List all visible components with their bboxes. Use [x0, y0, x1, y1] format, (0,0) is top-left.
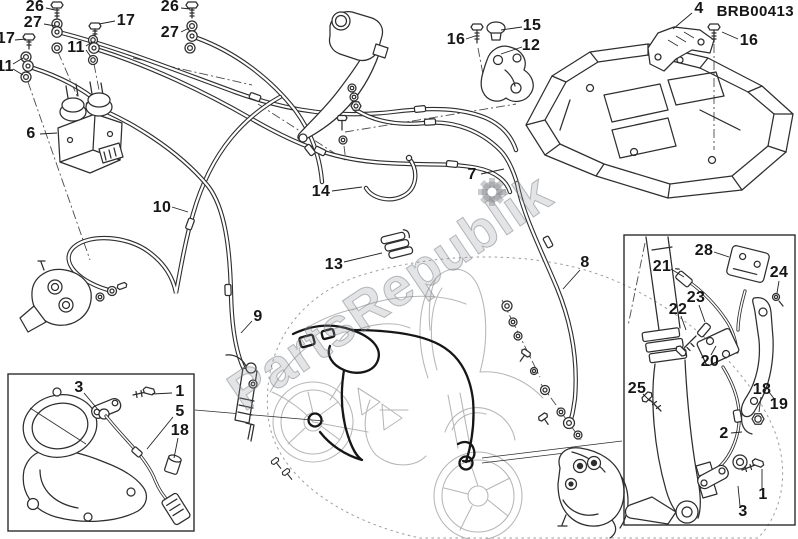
callout-18-b: 18	[170, 422, 190, 439]
gear-icon	[478, 178, 506, 206]
rear-master-cylinder-drawing	[225, 354, 258, 442]
callout-6: 6	[26, 125, 36, 142]
callout-12: 12	[521, 37, 541, 54]
hose14-end	[405, 154, 413, 162]
reservoir-bracket-drawing	[470, 21, 534, 103]
callout-26-b: 26	[160, 0, 180, 15]
rear-caliper-drawing	[19, 260, 128, 333]
callout-5: 5	[175, 403, 185, 420]
callout-11-b: 11	[67, 39, 85, 56]
detail-box-pointer-lines	[194, 409, 623, 464]
brake-hoses	[30, 30, 578, 424]
callout-8: 8	[580, 254, 590, 271]
callout-2: 2	[719, 425, 729, 442]
callout-1-a: 1	[758, 486, 768, 503]
callout-22: 22	[668, 301, 688, 318]
front-hose-end-fittings	[538, 384, 583, 440]
callout-10: 10	[152, 199, 172, 216]
callout-leader-lines	[12, 7, 780, 507]
hose-clip-drawing	[380, 229, 414, 259]
inline-fitting-stack	[501, 300, 539, 376]
callout-23: 23	[686, 289, 706, 306]
fastener-stacks	[20, 1, 199, 83]
front-master-cylinder-drawing	[297, 10, 389, 145]
front-sensor-detail-box	[623, 234, 796, 526]
battery-tray-drawing	[525, 43, 794, 199]
callout-17-b: 17	[116, 12, 136, 29]
routed-brake-lines	[291, 324, 476, 471]
callout-1-b: 1	[175, 383, 185, 400]
battery-bracket-drawing	[647, 23, 721, 72]
callout-15: 15	[522, 17, 542, 34]
rear-sensor-detail-box	[7, 373, 195, 532]
diagram-code: BRB00413	[716, 3, 794, 20]
front-caliper-drawing	[557, 447, 629, 539]
callout-27-b: 27	[160, 24, 180, 41]
callout-26-a: 26	[25, 0, 45, 15]
callout-18-a: 18	[752, 381, 772, 398]
callout-11-a: 11	[0, 58, 14, 75]
callout-9: 9	[253, 308, 263, 325]
callout-21: 21	[652, 258, 672, 275]
callout-20: 20	[700, 353, 720, 370]
callout-4: 4	[694, 0, 704, 17]
abs-unit-drawing	[57, 81, 124, 174]
callout-19: 19	[769, 396, 789, 413]
callout-17-a: 17	[0, 30, 16, 47]
callout-24: 24	[769, 264, 789, 281]
callout-25: 25	[627, 380, 647, 397]
callout-7: 7	[467, 166, 477, 183]
callout-14: 14	[311, 183, 331, 200]
callout-16-a: 16	[446, 31, 466, 48]
bleed-screws	[270, 456, 293, 480]
callout-16-b: 16	[739, 32, 759, 49]
callout-28: 28	[694, 242, 714, 259]
callout-3-b: 3	[74, 379, 84, 396]
callout-3-a: 3	[738, 503, 748, 520]
callout-13: 13	[324, 256, 344, 273]
callout-27-a: 27	[23, 14, 43, 31]
